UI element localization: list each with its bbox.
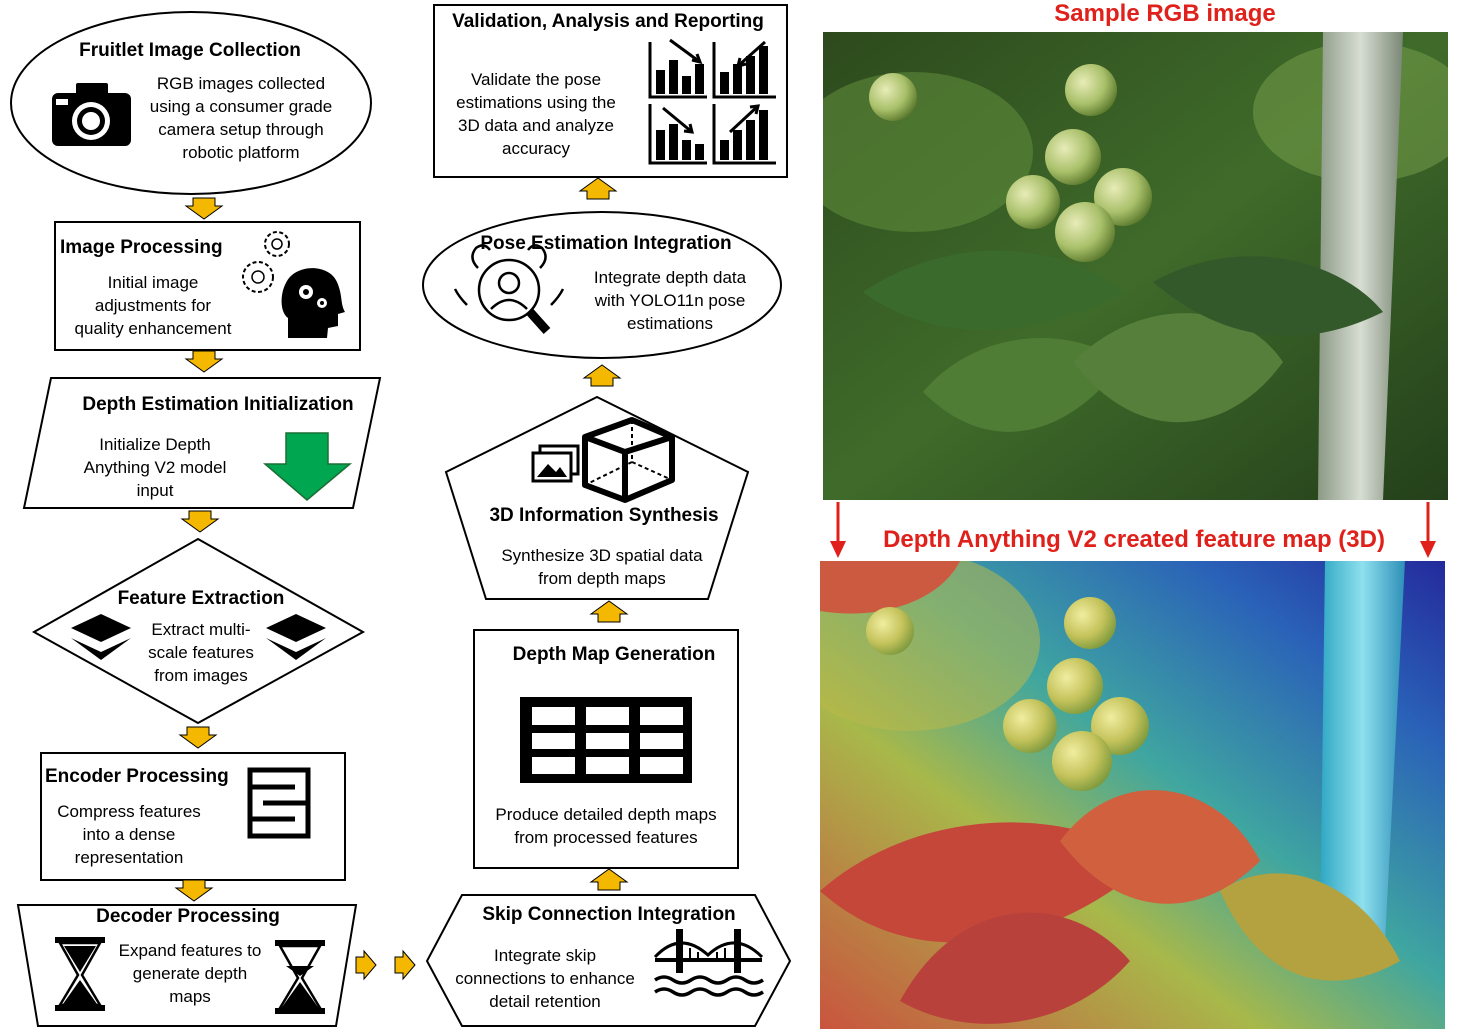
bridge-icon [653,929,764,997]
flow-arrow-up-2 [590,600,628,623]
pose-desc: Integrate depth data with YOLO11n pose e… [593,268,747,333]
flow-arrow-5 [175,879,213,902]
flow-arrow-up-1 [590,868,628,891]
decoder-desc: Expand features to generate depth maps [118,941,262,1006]
pose-title: Pose Estimation Integration [480,233,732,254]
processing-desc: Initial image adjustments for quality en… [74,273,232,338]
pose-shape [422,211,782,359]
skip-shape [425,894,792,1027]
gears-head-icon [242,231,345,338]
flow-arrow-right-1 [355,950,377,980]
encoder-title: Encoder Processing [45,766,229,787]
synthesis-desc: Synthesize 3D spatial data from depth ma… [501,546,703,588]
depth-init-desc: Initialize Depth Anything V2 model input [83,435,227,500]
features-shape [31,537,366,725]
flow-arrow-up-4 [579,177,617,200]
decoder-shape [16,904,358,1027]
flow-arrow-2 [185,350,223,373]
down-arrow-icon [262,432,353,501]
rgb-image-title: Sample RGB image [1054,0,1276,27]
flow-arrow-right-2 [394,950,416,980]
collection-desc: RGB images collected using a consumer gr… [149,74,333,162]
depth-feature-map-image [820,561,1445,1029]
red-arrows [830,502,1436,558]
features-title: Feature Extraction [117,588,285,609]
person-search-icon [453,244,565,335]
depth-map-title: Depth Map Generation [512,644,716,665]
encoder-desc: Compress features into a dense represent… [57,802,201,867]
layers-icon [71,614,326,660]
depth-map-desc: Produce detailed depth maps from process… [495,805,717,847]
depth-map-image-title: Depth Anything V2 created feature map (3… [883,526,1385,553]
synthesis-title: 3D Information Synthesis [489,505,719,526]
analytics-charts-icon [648,38,776,165]
collection-shape [10,11,372,195]
encoder-icon [247,767,311,839]
skip-title: Skip Connection Integration [482,904,736,925]
rgb-sample-image [823,32,1448,500]
processing-title: Image Processing [60,237,223,258]
flow-arrow-3 [181,510,219,533]
decoder-title: Decoder Processing [96,906,280,927]
features-desc: Extract multi- scale features from image… [148,620,254,685]
depth-init-title: Depth Estimation Initialization [82,394,354,415]
flow-arrow-1 [185,197,223,220]
camera-icon [52,83,131,146]
cube-gallery-icon [531,417,675,503]
validation-desc: Validate the pose estimations using the … [456,70,616,158]
skip-desc: Integrate skip connections to enhance de… [455,946,635,1011]
hourglass-icon [55,937,325,1014]
validation-title: Validation, Analysis and Reporting [452,11,764,32]
flow-arrow-4 [179,726,217,749]
grid-table-icon [520,697,692,783]
flow-arrow-up-3 [583,364,621,387]
collection-title: Fruitlet Image Collection [79,40,301,61]
